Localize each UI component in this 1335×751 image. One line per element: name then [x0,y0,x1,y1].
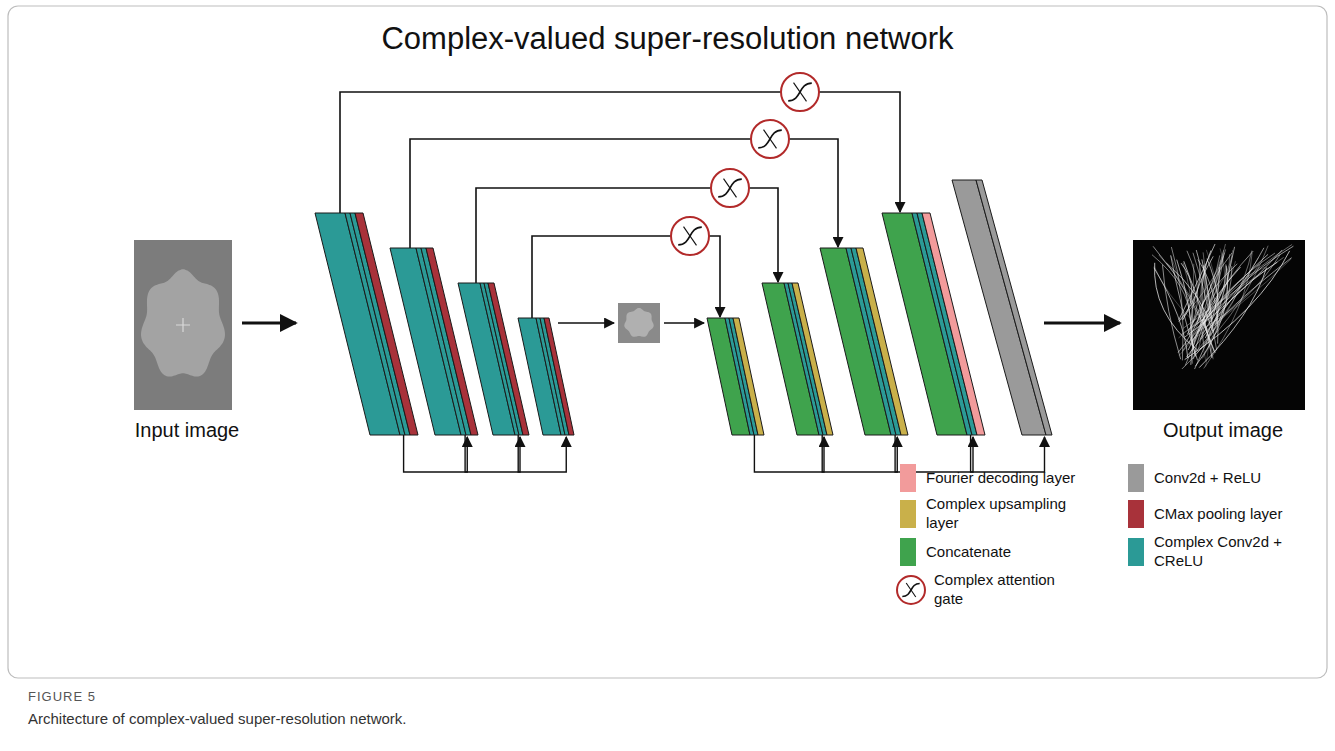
fibre-structure [1159,255,1213,359]
legend-text: Complex attention gate [934,571,1084,609]
legend-text: Fourier decoding layer [926,469,1075,488]
residual-connection [404,435,468,472]
fibre-structure [1183,257,1283,328]
fibre-structure [1194,251,1254,359]
encoder-layer [416,248,466,435]
decoder-layer [912,213,972,435]
legend-swatch [1128,464,1144,492]
fibre-structure [1179,250,1200,321]
image-label: Output image [1133,418,1313,442]
legend-text: CMax pooling layer [1154,505,1282,524]
skip-connection [340,92,900,213]
image-node: Input image [108,240,266,442]
decoder-layer [729,318,758,435]
sigmoid-symbol [906,583,916,597]
fibre-structure [1204,253,1252,369]
attention-gate-circle [781,73,819,111]
legend-entry: Conv2d + ReLU [1128,464,1261,492]
encoder-layer [421,248,471,435]
fibre-structure [1197,254,1281,332]
sigmoid-symbol [764,130,777,149]
sigmoid-symbol [678,227,702,245]
legend-entry: CMax pooling layer [1128,500,1282,528]
residual-connection [518,435,566,472]
attention-gate-circle [751,120,789,158]
attention-gate-circle [671,217,709,255]
decoder-layer [851,248,901,435]
output-picture [1133,240,1305,410]
legend-entry: Complex attention gate [900,571,1084,609]
encoder-layer [544,318,574,435]
flow-arrow [1044,322,1120,325]
encoder-layer [350,213,410,435]
legend-swatch [900,500,916,528]
sigmoid-symbol [794,83,807,102]
legend-entry: Complex upsampling layer [900,495,1076,533]
figure-title: Complex-valued super-resolution network [0,20,1335,57]
encoder-layer [345,213,405,435]
flow-arrow [558,322,614,324]
attention-gate-circle [897,576,925,604]
legend-swatch [900,464,916,492]
fibre-structure [1181,264,1259,334]
legend-text: Concatenate [926,543,1011,562]
fibre-structure [1199,268,1266,368]
legend-icon [894,573,928,607]
figure-frame [8,6,1327,678]
fibre-structure [1154,268,1188,358]
decoder-layer [976,180,1052,435]
spectrum-blob [624,308,653,337]
decoder-layer [788,283,827,435]
image-node: Output image [1133,240,1313,442]
residual-connection [754,435,824,472]
sigmoid-symbol [788,83,812,101]
figure-caption: Architecture of complex-valued super-res… [28,709,407,729]
legend-swatch [1128,538,1144,566]
legend-text: Complex upsampling layer [926,495,1076,533]
attention-gate-circle [711,169,749,207]
sigmoid-symbol [902,583,919,596]
residual-connection [822,435,897,472]
residual-connection [971,435,1045,472]
fibre-structure [1195,251,1252,353]
decoder-layer [792,283,833,435]
legend-text: Complex Conv2d + CReLU [1154,533,1304,571]
legend-entry: Complex Conv2d + CReLU [1128,533,1304,571]
fibre-structure [1195,244,1292,334]
input-picture [134,240,232,410]
sigmoid-symbol [684,227,697,246]
decoder-layer [846,248,896,435]
flow-arrow [242,322,296,325]
legend-swatch [900,538,916,566]
legend-swatch [1128,500,1144,528]
bottleneck-picture [618,303,660,343]
legend-entry: Fourier decoding layer [900,464,1075,492]
image-label: Input image [108,418,266,442]
figure-number: FIGURE 5 [28,689,96,705]
spectrum-blob [141,269,225,376]
encoder-layer [484,283,523,435]
sigmoid-symbol [758,130,782,148]
residual-connection [465,435,520,472]
encoder-layer [426,248,478,435]
encoder-layer [488,283,529,435]
fibre-structure [1195,246,1268,355]
fibre-structure [1179,250,1233,355]
legend-entry: Concatenate [900,538,1011,566]
sigmoid-symbol [724,179,737,198]
sigmoid-symbol [718,179,742,197]
spectrum-center [176,318,190,332]
legend-text: Conv2d + ReLU [1154,469,1261,488]
decoder-layer [952,180,1046,435]
decoder-layer [733,318,764,435]
encoder-layer [540,318,569,435]
flow-arrow [664,322,704,324]
decoder-layer [917,213,977,435]
